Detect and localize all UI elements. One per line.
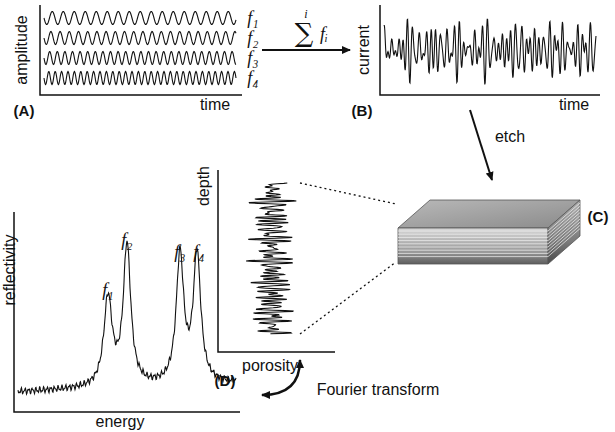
sine-wave: [44, 72, 236, 85]
peak-label: f₃: [174, 243, 185, 261]
sum-symbol: ∑: [295, 20, 314, 46]
axis-label: porosity: [242, 358, 298, 374]
axis-label: energy: [96, 414, 145, 430]
reflectivity-spectrum: [18, 241, 236, 394]
porosity-trace: [246, 183, 296, 334]
axis-label: amplitude: [14, 15, 30, 84]
axis-label: current: [356, 25, 372, 75]
frequency-label: f₄: [247, 69, 258, 87]
process-label: Fourier transform: [317, 382, 440, 398]
axes-d: [14, 212, 240, 412]
axes-b: [380, 5, 600, 95]
slab-front: [398, 228, 548, 264]
etch-arrow: [470, 110, 492, 180]
process-label: etch: [495, 129, 525, 145]
axis-label: time: [559, 97, 589, 113]
sum-arrow: [262, 49, 350, 51]
frequency-label: f₂: [247, 29, 258, 47]
leader-bottom: [300, 262, 396, 334]
current-waveform: [384, 19, 596, 84]
slab-side: [548, 200, 580, 264]
axis-label: time: [200, 97, 230, 113]
axis-label: depth: [196, 166, 212, 206]
sine-wave: [44, 12, 236, 25]
peak-label: f₄: [193, 243, 204, 261]
sine-wave: [44, 52, 236, 65]
sum-term: fᵢ: [320, 25, 328, 43]
panel-label: (D): [215, 373, 236, 388]
porous-layers: [398, 203, 580, 257]
peak-label: f₂: [121, 231, 132, 249]
peak-label: f₁: [102, 281, 113, 299]
panel-label: (A): [14, 103, 35, 118]
panel-label: (C): [588, 209, 609, 224]
axes-inset: [218, 170, 335, 352]
leader-top: [300, 183, 396, 204]
sine-wave: [44, 32, 236, 45]
sum-index: i: [304, 8, 307, 20]
frequency-label: f₁: [247, 9, 258, 27]
axis-label: reflectivity: [2, 234, 18, 305]
panel-label: (B): [352, 103, 373, 118]
axes-a: [40, 5, 242, 95]
frequency-label: f₃: [247, 49, 258, 67]
